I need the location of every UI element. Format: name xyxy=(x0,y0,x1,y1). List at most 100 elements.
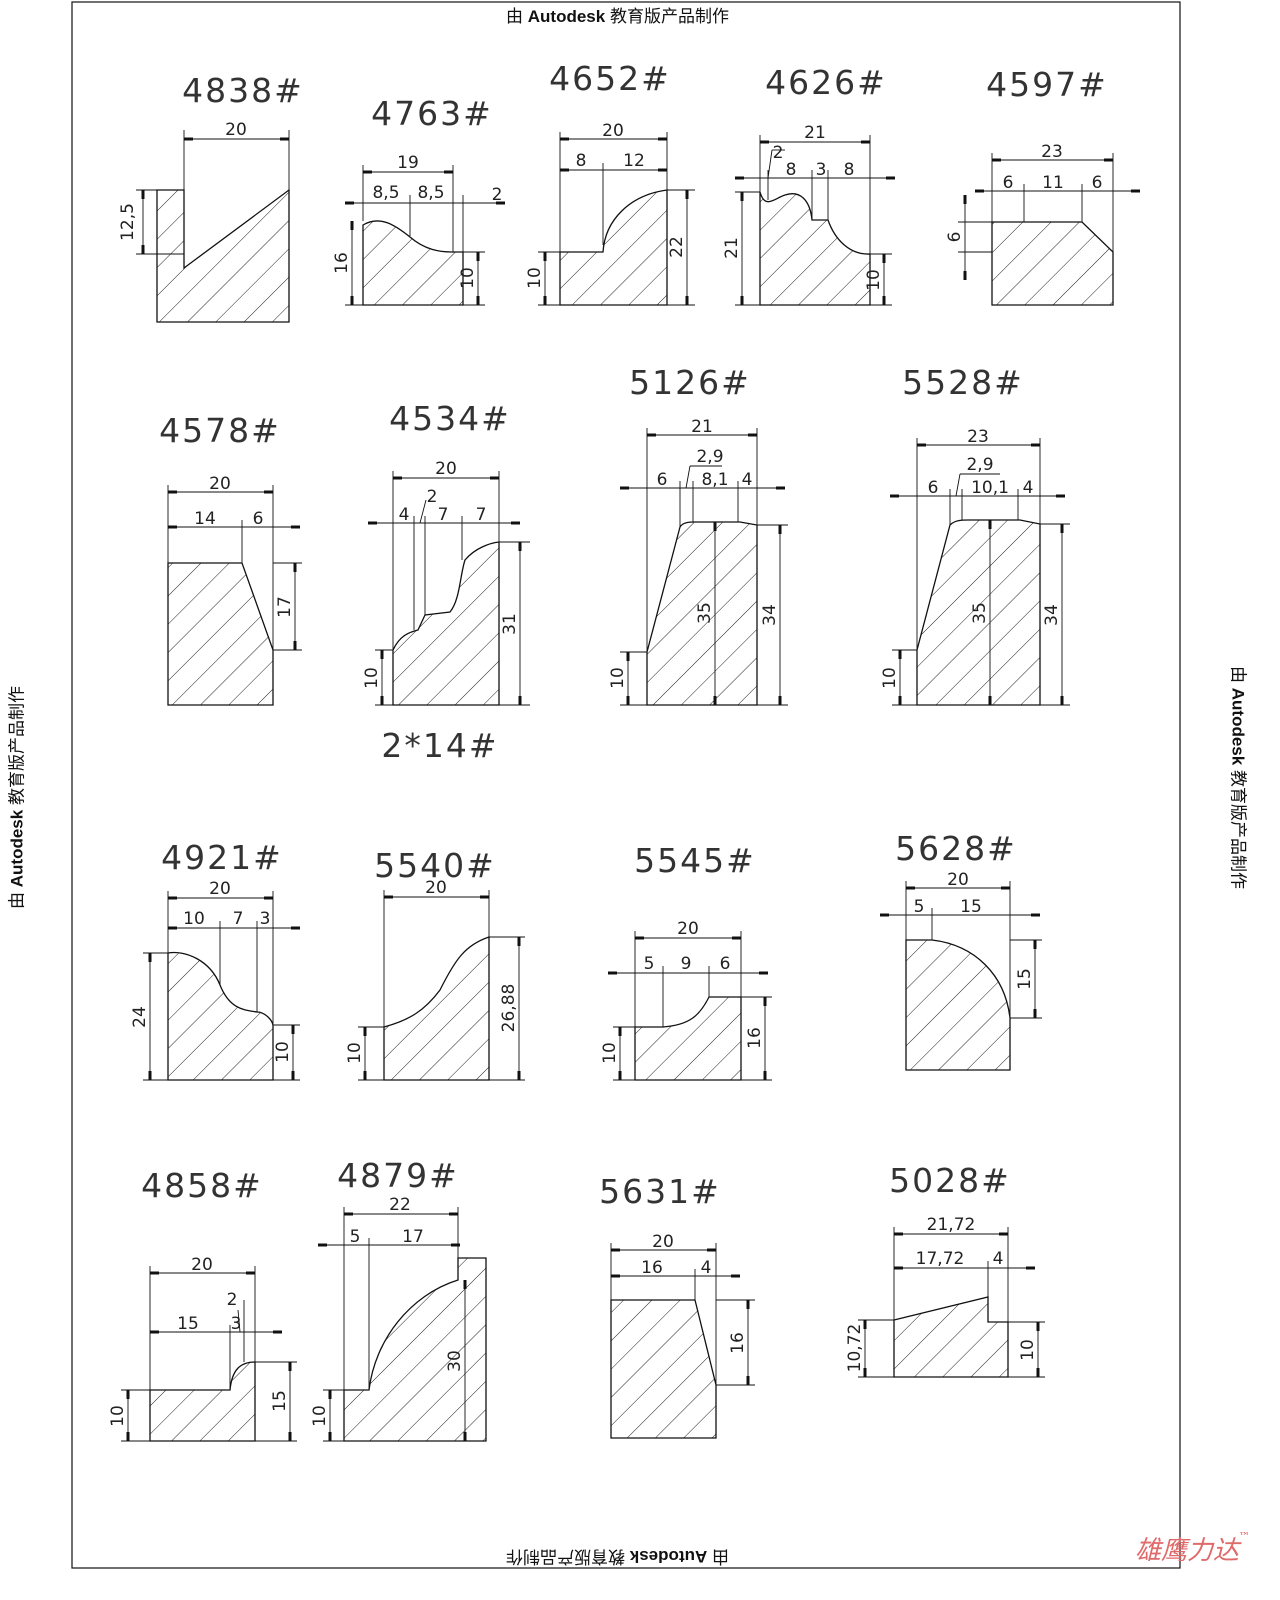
dimension-label: 20 xyxy=(425,878,447,898)
dimension-label: 10,72 xyxy=(845,1324,865,1373)
profile-section xyxy=(893,1296,1009,1378)
profile-title: 4763# xyxy=(371,94,493,133)
profile-section xyxy=(610,1299,717,1439)
dimension-label: 14 xyxy=(194,509,216,529)
dimension-label: 5 xyxy=(644,954,655,974)
dimension-label: 11 xyxy=(1042,173,1064,193)
extension-line xyxy=(955,473,961,497)
profile-title: 4858# xyxy=(141,1166,263,1205)
dimension-label: 23 xyxy=(967,427,989,447)
profile-title: 4838# xyxy=(182,71,304,110)
dimension-label: 6 xyxy=(945,232,965,243)
dimension-label: 16 xyxy=(728,1332,748,1354)
profile-section xyxy=(559,189,668,306)
watermark-left: 由 Autodesk 教育版产品制作 xyxy=(3,678,28,918)
dimension-label: 23 xyxy=(1041,142,1063,162)
dimension-label: 8,5 xyxy=(417,183,444,203)
profile-title: 5126# xyxy=(629,363,751,402)
watermark-prefix: 由 xyxy=(7,887,27,909)
dimension-label: 20 xyxy=(677,919,699,939)
profile-section xyxy=(383,936,490,1081)
profile-section xyxy=(392,541,500,706)
extension-line xyxy=(685,465,691,489)
watermark-right: 由 Autodesk 教育版产品制作 xyxy=(1228,658,1253,898)
profile-title: 5628# xyxy=(895,829,1017,868)
dimension-label: 19 xyxy=(397,153,419,173)
watermark-suffix: 教育版产品制作 xyxy=(7,686,27,810)
dimension-label: 10 xyxy=(458,267,478,289)
extension-line xyxy=(237,1309,241,1333)
dimension-label: 20 xyxy=(435,459,457,479)
dimension-label: 21 xyxy=(722,237,742,259)
dimension-label: 16 xyxy=(745,1027,765,1049)
watermark-bottom: 由 Autodesk 教育版产品制作 xyxy=(0,1546,1235,1571)
profile-title: 5028# xyxy=(889,1161,1011,1200)
dimension-label: 8 xyxy=(576,151,587,171)
watermark-brand: Autodesk xyxy=(7,809,27,888)
profile-section xyxy=(905,939,1011,1071)
dimension-label: 15 xyxy=(177,1314,199,1334)
dimension-label: 10 xyxy=(108,1405,128,1427)
dimension-label: 4 xyxy=(1023,478,1034,498)
profile-title: 4534# xyxy=(389,399,511,438)
dimension-label: 31 xyxy=(500,613,520,635)
dimension-label: 21,72 xyxy=(927,1215,976,1235)
watermark-suffix: 教育版产品制作 xyxy=(506,1547,630,1566)
dimension-label: 10 xyxy=(1018,1339,1038,1361)
dimension-label: 34 xyxy=(1042,604,1062,626)
profile-section xyxy=(991,221,1114,306)
profile-section xyxy=(167,562,274,706)
profile-title: 4879# xyxy=(337,1156,459,1195)
profile-section xyxy=(759,191,871,306)
dimension-label: 6 xyxy=(928,478,939,498)
dimension-label: 20 xyxy=(602,121,624,141)
dimension-label: 10 xyxy=(183,909,205,929)
dimension-label: 8 xyxy=(844,160,855,180)
dimension-label: 2 xyxy=(427,487,438,507)
watermark-suffix: 教育版产品制作 xyxy=(605,7,729,26)
dimension-label: 3 xyxy=(816,160,827,180)
dimension-label: 8,1 xyxy=(701,470,728,490)
dimension-label: 7 xyxy=(476,505,487,525)
dimension-label: 10 xyxy=(345,1042,365,1064)
dimension-label: 15 xyxy=(1015,968,1035,990)
dimension-label: 7 xyxy=(438,505,449,525)
dimension-label: 17 xyxy=(402,1227,424,1247)
watermark-prefix: 由 xyxy=(1228,666,1248,688)
dimension-label: 10 xyxy=(525,267,545,289)
dimension-label: 20 xyxy=(947,870,969,890)
dimension-label: 20 xyxy=(652,1232,674,1252)
dimension-label: 3 xyxy=(231,1314,242,1334)
dimension-label: 4 xyxy=(993,1249,1004,1269)
watermark-prefix: 由 xyxy=(707,1547,729,1566)
dimension-label: 15 xyxy=(270,1390,290,1412)
dimension-label: 24 xyxy=(130,1006,150,1028)
extension-line xyxy=(419,499,427,524)
watermark-brand: Autodesk xyxy=(527,7,606,26)
dimension-label: 12,5 xyxy=(118,203,138,241)
dimension-label: 30 xyxy=(445,1350,465,1372)
profile-title: 4652# xyxy=(549,59,671,98)
dimension-label: 6 xyxy=(1003,173,1014,193)
watermark-brand: Autodesk xyxy=(629,1547,708,1566)
dimension-label: 5 xyxy=(350,1227,361,1247)
dimension-label: 10 xyxy=(362,667,382,689)
dimension-label: 17 xyxy=(275,596,295,618)
dimension-label: 2,9 xyxy=(696,447,723,467)
dimension-label: 8 xyxy=(786,160,797,180)
dimension-label: 35 xyxy=(970,602,990,624)
dimension-label: 12 xyxy=(623,151,645,171)
